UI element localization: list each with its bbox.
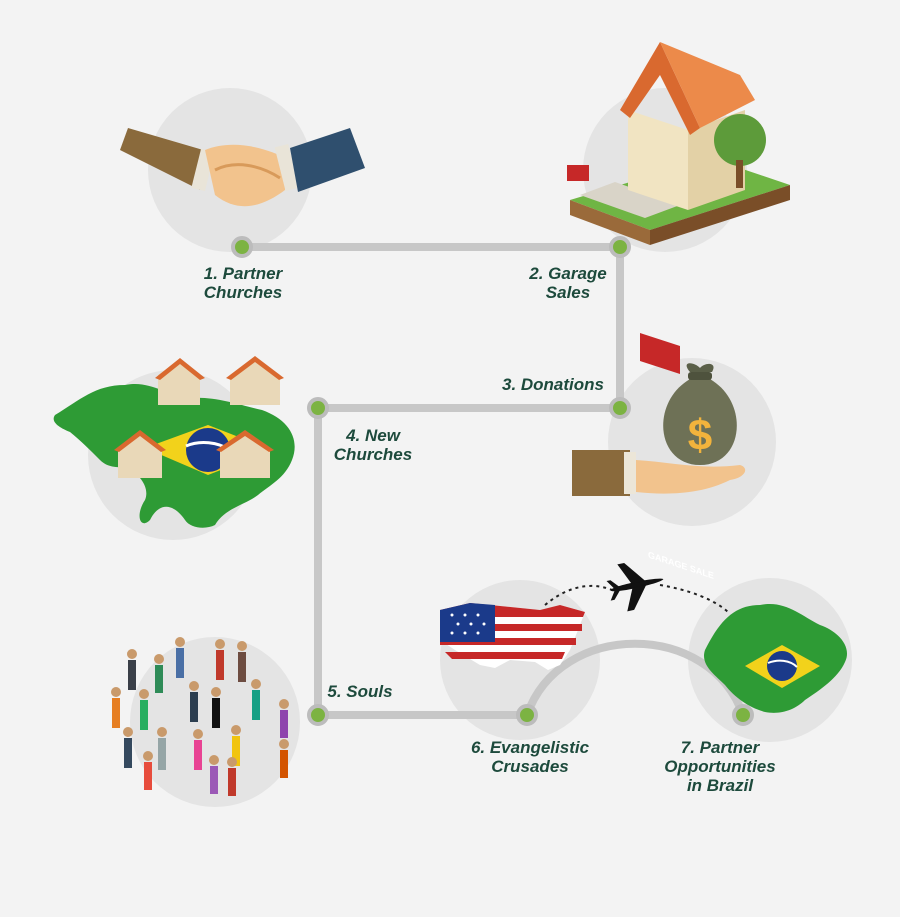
node-1 — [231, 236, 253, 258]
nodes — [231, 236, 754, 726]
brazil-churches-map-icon — [53, 356, 295, 528]
church-icon — [155, 358, 205, 405]
tree-icon — [714, 114, 766, 166]
step-7-label: 7. Partner Opportunities in Brazil — [655, 738, 785, 795]
node-3 — [609, 397, 631, 419]
brazil-flag-map-icon — [704, 604, 848, 713]
usa-flag-map-icon — [440, 603, 585, 670]
step-2-label: 2. Garage Sales — [513, 264, 623, 302]
handshake-icon — [120, 128, 365, 207]
step-2-line-1: 2. Garage — [529, 264, 607, 283]
step-5-line-1: 5. Souls — [327, 682, 393, 701]
step-6-line-2: Crusades — [491, 757, 569, 776]
step-6-label: 6. Evangelistic Crusades — [465, 738, 595, 776]
step-7-line-1: 7. Partner — [680, 738, 760, 757]
church-icon — [226, 356, 284, 405]
step-1-line-1: 1. Partner — [203, 264, 283, 283]
node-7 — [732, 704, 754, 726]
step-5-label: 5. Souls — [320, 682, 400, 701]
flight-path-left — [544, 584, 613, 606]
step-6-line-1: 6. Evangelistic — [470, 738, 590, 757]
step-7-line-3: in Brazil — [686, 776, 754, 795]
open-hand-icon — [572, 450, 746, 496]
node-6 — [516, 704, 538, 726]
small-sale-sign — [567, 165, 589, 181]
step-4-line-1: 4. New — [346, 426, 400, 445]
step-1-label: 1. Partner Churches — [188, 264, 298, 302]
step-7-line-2: Opportunities — [664, 757, 776, 776]
step-1-line-2: Churches — [203, 283, 283, 302]
flight-path-right — [659, 584, 729, 613]
garage-sale-sign — [640, 332, 680, 374]
node-5 — [307, 704, 329, 726]
track-main — [238, 243, 624, 719]
step-3-label: 3. Donations — [488, 375, 618, 394]
step-2-line-2: Sales — [545, 283, 591, 302]
dollar-sign: $ — [688, 411, 712, 460]
garage-sale-sign-text: GARAGE SALE — [648, 550, 714, 581]
node-4 — [307, 397, 329, 419]
money-bag-icon: $ — [663, 363, 737, 465]
church-icon — [114, 430, 166, 478]
crowd-icon — [111, 637, 289, 796]
airplane-icon — [606, 562, 664, 612]
church-icon — [216, 430, 274, 478]
step-3-line-1: 3. Donations — [501, 375, 604, 394]
step-4-line-2: Churches — [333, 445, 413, 464]
node-2 — [609, 236, 631, 258]
step-4-label: 4. New Churches — [318, 426, 428, 464]
